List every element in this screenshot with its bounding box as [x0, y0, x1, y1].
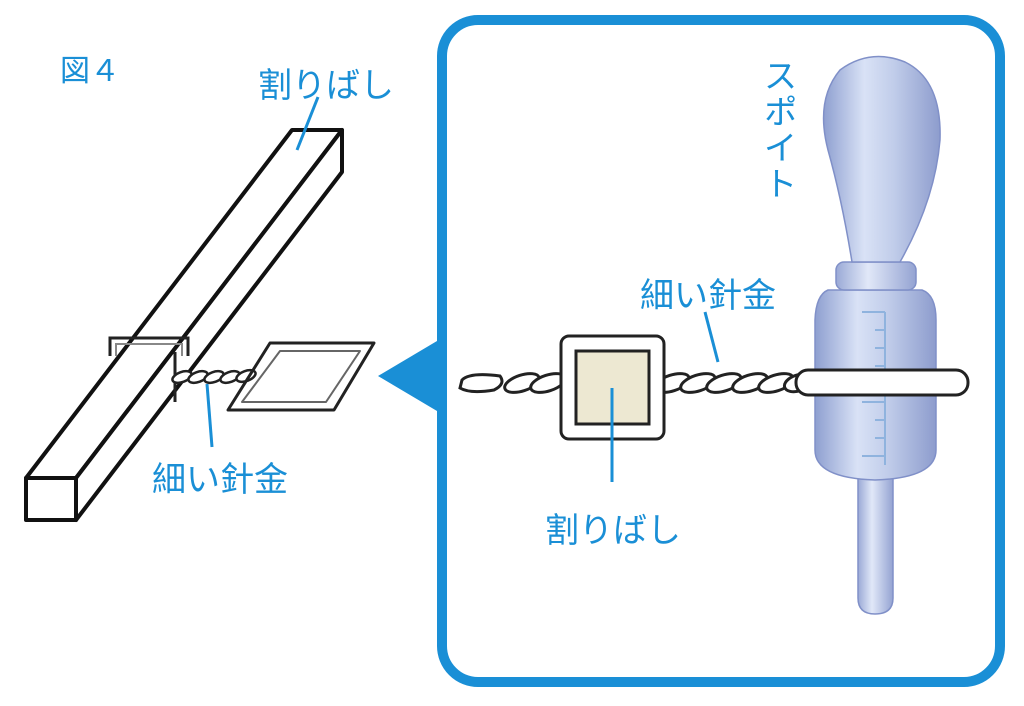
- inset-wire-band: [794, 368, 970, 397]
- inset-wire-leader: [703, 311, 720, 363]
- left-wire-leader: [205, 383, 214, 448]
- inset-split-stick-section: [559, 334, 666, 441]
- left-split-stick-label: 割りばし: [258, 66, 394, 106]
- dropper-label: スポイト: [757, 58, 797, 202]
- left-wire-label: 細い針金: [152, 460, 288, 500]
- figure-label: 図４: [60, 54, 120, 89]
- left-split-leader: [295, 96, 320, 151]
- inset-split-stick-label: 割りばし: [545, 511, 681, 551]
- left-split-stick: [24, 128, 344, 522]
- callout-arrow: [378, 341, 437, 411]
- left-wire-loop: [226, 341, 376, 412]
- inset-wire-label: 細い針金: [640, 276, 776, 316]
